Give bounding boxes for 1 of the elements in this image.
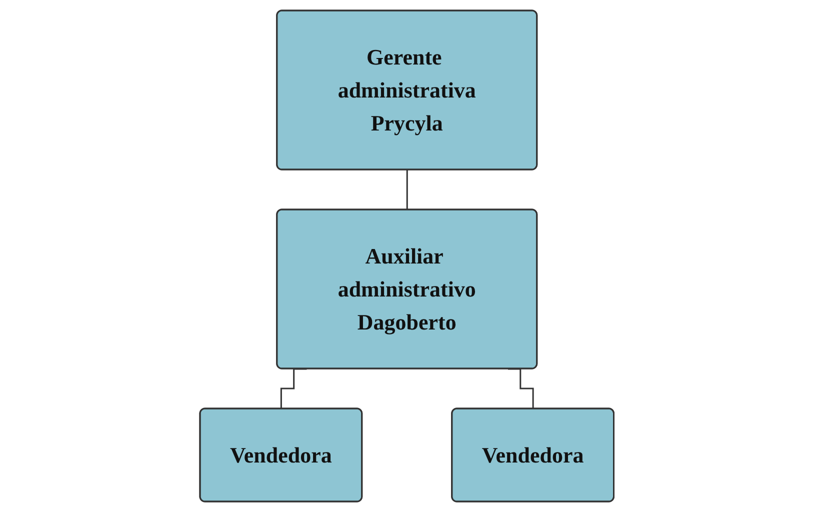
connector xyxy=(406,169,408,211)
